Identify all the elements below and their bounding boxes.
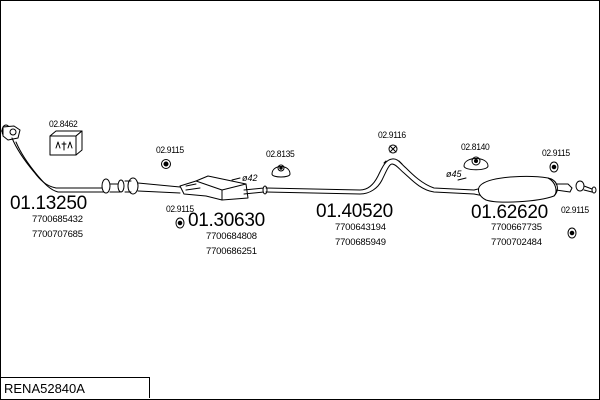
assembly-part-number: 01.13250 [10, 193, 87, 214]
reference-code: RENA52840A [0, 377, 150, 398]
intermediate-pipe-drawing [265, 158, 475, 195]
oe-number: 7700684808 [206, 231, 257, 242]
rubber-hanger-icon [463, 156, 489, 171]
rubber-ring-icon [175, 217, 185, 229]
rubber-ring-icon [388, 144, 398, 154]
fitting-part-number: 02.9115 [542, 148, 570, 159]
oe-number: 7700702484 [491, 237, 542, 248]
oe-number: 7700707685 [32, 229, 83, 240]
oe-number: 7700685949 [335, 237, 386, 248]
front-flange-icon [0, 124, 21, 141]
rubber-ring-icon [567, 227, 577, 239]
assembly-part-number: 01.30630 [188, 210, 265, 231]
pipe-diameter-label: ø45 [446, 169, 462, 179]
pipe-diameter-label: ø42 [242, 173, 258, 183]
fitting-part-number: 02.9116 [378, 130, 406, 141]
assembly-part-number: 01.62620 [471, 202, 548, 223]
fitting-part-number: 02.9115 [156, 145, 184, 156]
assembly-part-number: 01.40520 [316, 201, 393, 222]
rubber-hanger-icon [271, 164, 291, 178]
oe-number: 7700667735 [491, 222, 542, 233]
oe-number: 7700686251 [206, 246, 257, 257]
fitting-part-number: 02.8140 [461, 142, 490, 153]
rubber-ring-icon [549, 161, 559, 173]
front-pipe-drawing [11, 137, 181, 195]
fitting-part-number: 02.9115 [166, 204, 194, 215]
diameter-arrow-45 [457, 177, 467, 181]
diameter-arrow-42 [231, 177, 241, 181]
fitting-part-number: 02.9115 [561, 205, 589, 216]
catalytic-converter-drawing [179, 175, 268, 201]
rubber-ring-icon [161, 159, 171, 169]
fitting-part-number: 02.8135 [266, 149, 295, 160]
rear-silencer-drawing [473, 175, 597, 203]
fitting-part-number: 02.8462 [49, 119, 78, 130]
clamp-kit-box-icon [49, 130, 83, 156]
oe-number: 7700643194 [335, 222, 386, 233]
oe-number: 7700685432 [32, 214, 83, 225]
